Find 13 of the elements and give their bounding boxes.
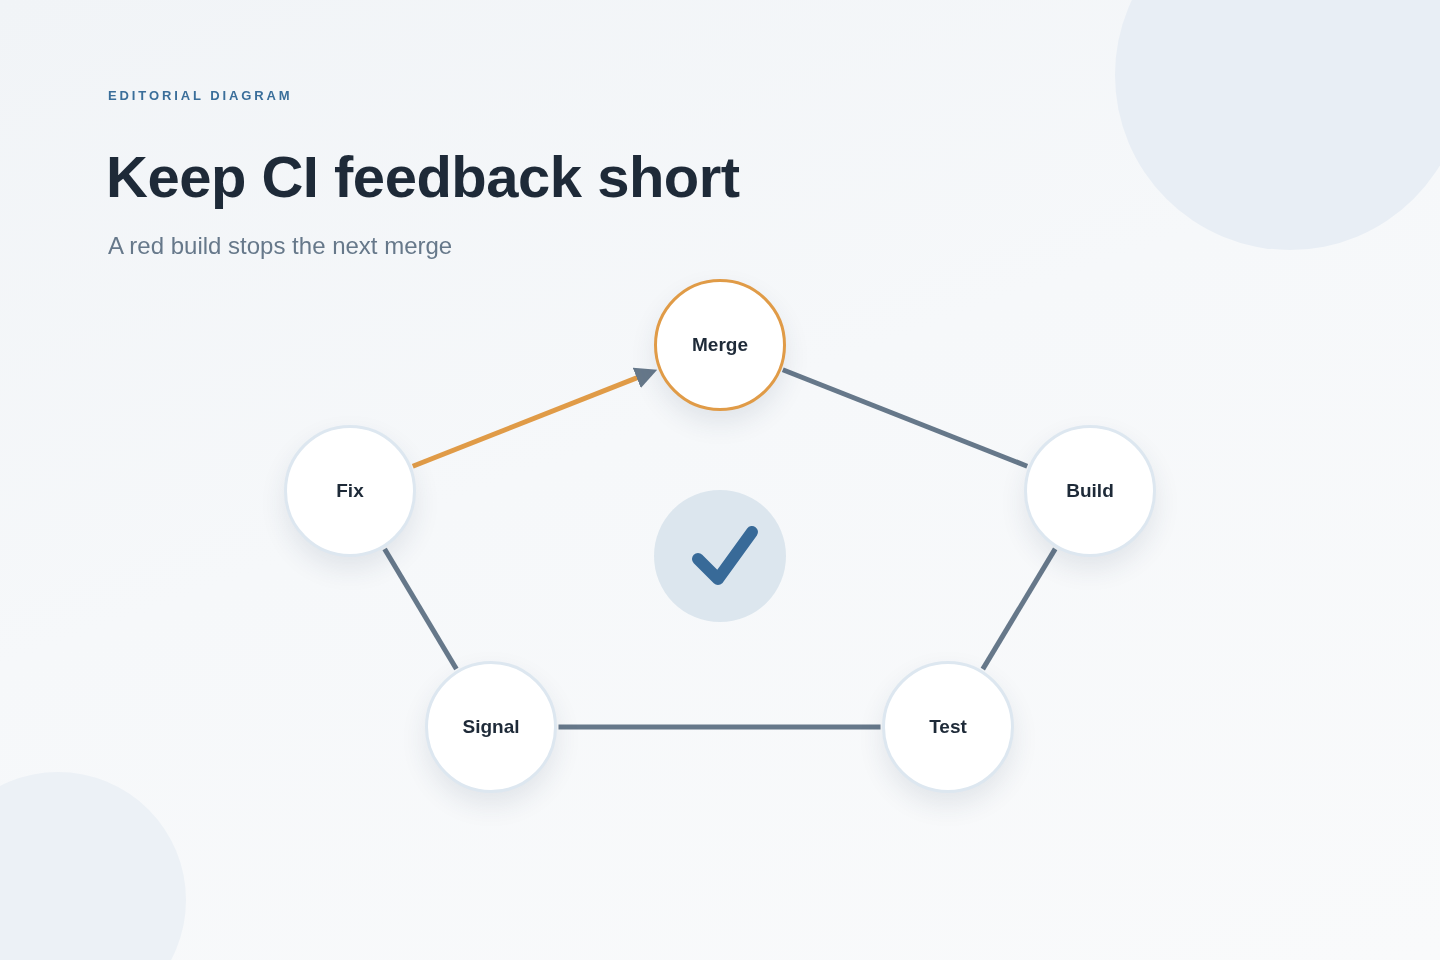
title: Keep CI feedback short	[106, 144, 740, 210]
step-label: Merge	[692, 333, 748, 357]
step-label: Test	[929, 715, 967, 739]
subtitle: A red build stops the next merge	[108, 232, 453, 260]
step-label: Fix	[336, 479, 364, 503]
step-label: Signal	[462, 715, 520, 739]
connector-line	[781, 367, 1029, 469]
arrow	[411, 367, 658, 469]
connector-line	[558, 724, 881, 730]
connector-line	[382, 547, 459, 671]
connector-line	[980, 547, 1058, 671]
step-label: Build	[1066, 479, 1114, 503]
eyebrow-label: EDITORIAL DIAGRAM	[108, 88, 293, 104]
